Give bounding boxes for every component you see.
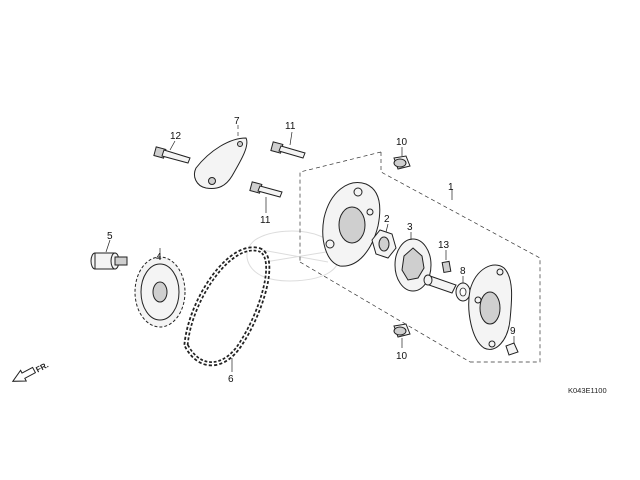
callout-10-top: 10 xyxy=(396,137,408,148)
callout-10-bottom: 10 xyxy=(396,351,408,362)
diagram-code: K043E1100 xyxy=(568,386,607,395)
bolt-11-mid xyxy=(249,181,283,213)
callout-3: 3 xyxy=(407,222,413,233)
pin-13 xyxy=(441,250,452,274)
oil-pump-body xyxy=(322,182,381,267)
pin-5 xyxy=(90,239,128,270)
dowel-10-bottom xyxy=(393,323,411,348)
callout-8: 8 xyxy=(460,266,466,277)
pump-shaft xyxy=(423,274,457,294)
inner-rotor-2 xyxy=(371,223,397,259)
outer-rotor-3 xyxy=(394,232,432,292)
drive-chain-6 xyxy=(183,246,271,372)
washer-8 xyxy=(455,276,471,302)
assembly-outline xyxy=(299,151,541,363)
callout-13: 13 xyxy=(438,240,450,251)
callout-1: 1 xyxy=(448,182,454,193)
callout-11-mid: 11 xyxy=(260,215,271,226)
watermark-logo xyxy=(246,230,340,282)
callout-6: 6 xyxy=(228,374,234,385)
callout-7: 7 xyxy=(234,116,240,127)
front-direction-label: FR. xyxy=(34,360,50,374)
screw-9 xyxy=(505,336,519,356)
sprocket-4 xyxy=(134,248,186,328)
callout-2: 2 xyxy=(384,214,390,225)
front-direction-arrow: FR. xyxy=(11,360,50,382)
callout-9: 9 xyxy=(510,326,516,337)
bolt-12 xyxy=(153,140,191,164)
callout-5: 5 xyxy=(107,231,113,242)
pump-cover xyxy=(468,264,513,350)
callout-12: 12 xyxy=(170,131,182,142)
dowel-10-top xyxy=(393,147,411,170)
callout-4: 4 xyxy=(156,252,162,263)
bolt-11-top xyxy=(270,131,306,159)
callout-11-top: 11 xyxy=(285,121,296,132)
chain-guide-plate-7 xyxy=(193,125,248,189)
